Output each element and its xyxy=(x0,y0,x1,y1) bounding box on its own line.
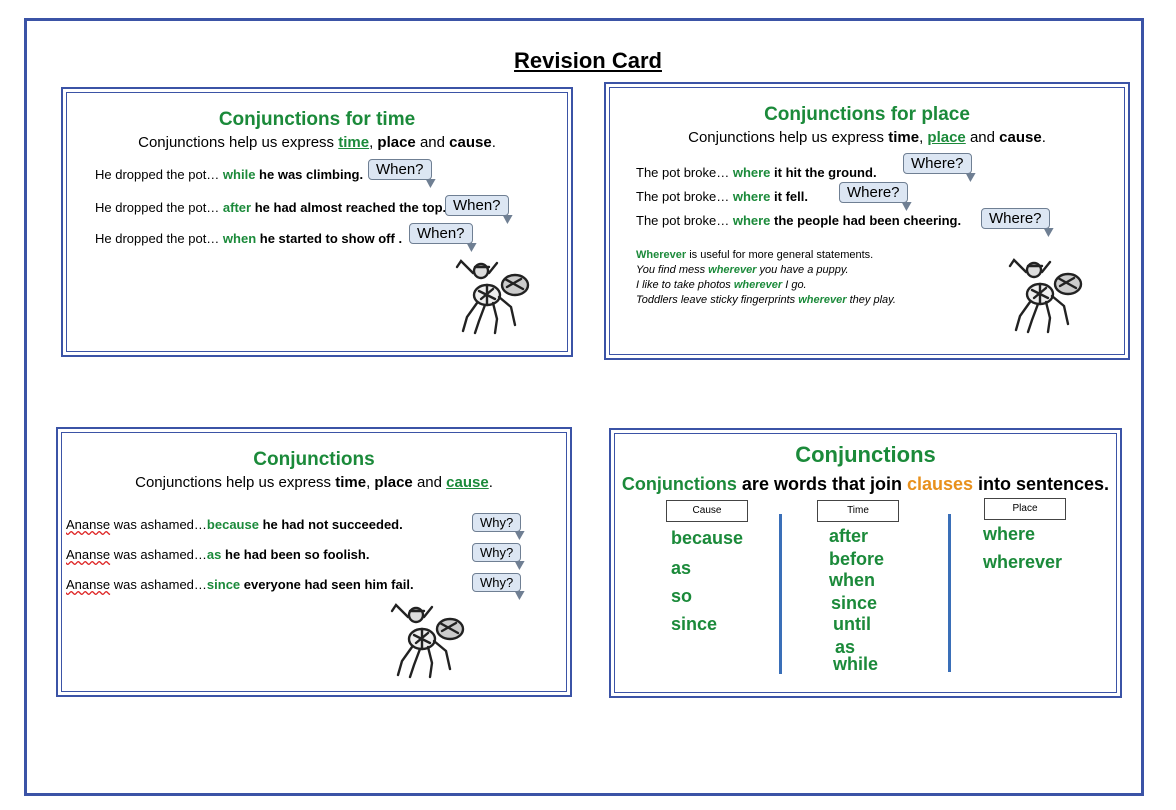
spider-icon xyxy=(455,259,530,335)
word-cause: so xyxy=(671,586,693,606)
word-time: when xyxy=(829,570,876,590)
speech-bubble: Why? xyxy=(472,543,522,562)
card-cause-intro: Conjunctions help us express time, place… xyxy=(135,474,493,491)
spider-icon xyxy=(390,603,465,679)
speech-bubble: Where? xyxy=(903,153,972,174)
word-time: before xyxy=(829,549,885,569)
word-time: as xyxy=(835,637,856,657)
word-time: while xyxy=(833,654,879,674)
column-divider xyxy=(779,514,782,674)
card-place-heading: Conjunctions for place xyxy=(764,104,970,125)
column-divider xyxy=(948,514,951,672)
card-time-heading: Conjunctions for time xyxy=(218,109,416,130)
page-border xyxy=(24,18,1144,796)
word-place: where xyxy=(983,524,1036,544)
speech-bubble: When? xyxy=(409,223,473,244)
card-place-intro: Conjunctions help us express time, place… xyxy=(688,129,1046,146)
word-time: since xyxy=(831,593,878,613)
card-time-intro: Conjunctions help us express time, place… xyxy=(138,134,496,151)
column-label-time: Time xyxy=(817,500,899,522)
word-time: after xyxy=(829,526,869,546)
card-place: Conjunctions for place Conjunctions help… xyxy=(604,82,1130,360)
spider-icon xyxy=(1008,258,1083,334)
example-sentence: He dropped the pot… after he had almost … xyxy=(95,200,447,215)
card-summary-heading: Conjunctions xyxy=(795,442,936,467)
word-cause: because xyxy=(671,528,744,548)
speech-bubble: Why? xyxy=(472,513,522,532)
column-label-cause: Cause xyxy=(666,500,748,522)
card-summary: Conjunctions Conjunctions are words that… xyxy=(609,428,1122,698)
word-place: wherever xyxy=(983,552,1063,572)
example-sentence: He dropped the pot… when he started to s… xyxy=(95,231,403,246)
card-cause-heading: Conjunctions xyxy=(253,449,375,470)
page-title: Revision Card xyxy=(514,48,662,73)
example-sentence: He dropped the pot… while he was climbin… xyxy=(95,167,364,182)
example-sentence: Ananse was ashamed…as he had been so foo… xyxy=(66,547,370,562)
card-time: Conjunctions for time Conjunctions help … xyxy=(61,87,573,357)
speech-bubble: Where? xyxy=(981,208,1050,229)
speech-bubble: When? xyxy=(445,195,509,216)
example-sentence: Ananse was ashamed…since everyone had se… xyxy=(66,577,414,592)
word-cause: since xyxy=(671,614,718,634)
card-summary-definition: Conjunctions are words that join clauses… xyxy=(621,474,1110,494)
speech-bubble: Where? xyxy=(839,182,908,203)
wherever-note: Wherever is useful for more general stat… xyxy=(636,249,896,306)
word-cause: as xyxy=(671,558,692,578)
card-cause: Conjunctions Conjunctions help us expres… xyxy=(56,427,572,697)
speech-bubble: When? xyxy=(368,159,432,180)
example-sentence: The pot broke… where it fell. xyxy=(636,189,808,204)
example-sentence: Ananse was ashamed…because he had not su… xyxy=(66,517,403,532)
example-sentence: The pot broke… where the people had been… xyxy=(636,213,962,228)
example-sentence: The pot broke… where it hit the ground. xyxy=(636,165,877,180)
word-time: until xyxy=(833,614,871,634)
column-label-place: Place xyxy=(984,498,1066,520)
speech-bubble: Why? xyxy=(472,573,522,592)
